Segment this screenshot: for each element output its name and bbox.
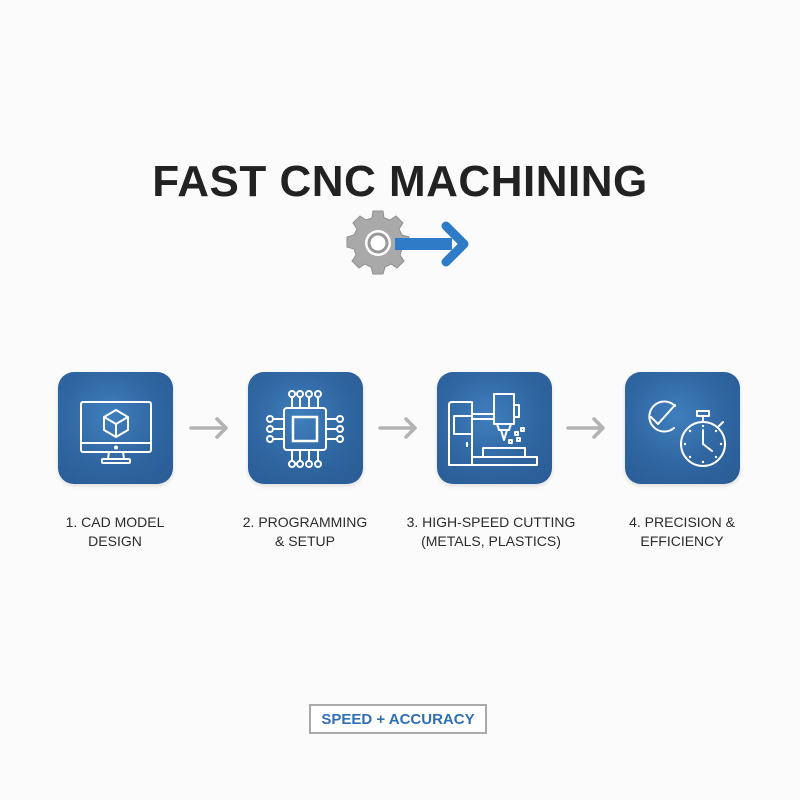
arrow-right-icon bbox=[566, 417, 605, 439]
step-2-title: 2. PROGRAMMING bbox=[242, 514, 368, 530]
cnc-machine-icon bbox=[448, 393, 538, 466]
step-1-title: 1. CAD MODEL bbox=[65, 514, 165, 530]
step-1-subtitle: DESIGN bbox=[88, 533, 142, 549]
step-1-card bbox=[58, 372, 173, 484]
gear-with-arrow-icon bbox=[346, 210, 469, 275]
arrow-right-icon bbox=[378, 417, 417, 439]
chip-icon bbox=[266, 390, 344, 468]
step-4-subtitle: EFFICIENCY bbox=[640, 533, 724, 549]
step-2-subtitle: & SETUP bbox=[275, 533, 335, 549]
step-1-label: 1. CAD MODEL DESIGN bbox=[15, 513, 215, 551]
step-4-title: 4. PRECISION & bbox=[629, 514, 735, 530]
step-3-title: 3. HIGH-SPEED CUTTING bbox=[406, 514, 576, 530]
arrow-right-icon bbox=[189, 417, 228, 439]
monitor-cube-icon bbox=[80, 401, 152, 464]
step-3-subtitle: (METALS, PLASTICS) bbox=[421, 533, 561, 549]
speed-accuracy-badge: SPEED + ACCURACY bbox=[309, 704, 487, 734]
step-4-card bbox=[625, 372, 740, 484]
step-3-label: 3. HIGH-SPEED CUTTING (METALS, PLASTICS) bbox=[391, 513, 591, 551]
step-4-label: 4. PRECISION & EFFICIENCY bbox=[582, 513, 782, 551]
step-3-card bbox=[437, 372, 552, 484]
step-2-label: 2. PROGRAMMING & SETUP bbox=[205, 513, 405, 551]
check-stopwatch-icon bbox=[648, 400, 726, 467]
step-2-card bbox=[248, 372, 363, 484]
page-title: FAST CNC MACHINING bbox=[152, 157, 648, 206]
